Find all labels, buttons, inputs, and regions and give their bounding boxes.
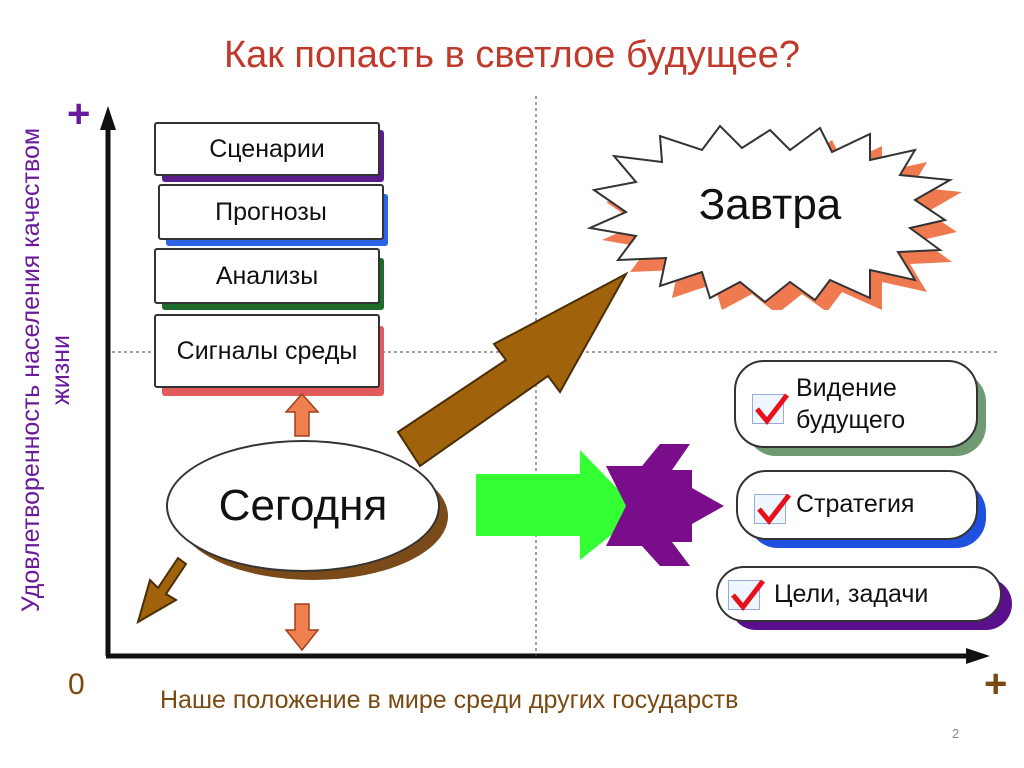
result-goals: Цели, задачи [716, 566, 1002, 622]
x-axis-label: Наше положение в мире среди других госуд… [160, 686, 739, 714]
result-strategy-label: Стратегия [796, 490, 915, 518]
result-strategy: Стратегия [736, 470, 978, 540]
card-scenarios: Сценарии [154, 122, 380, 176]
y-axis-plus: + [67, 92, 91, 136]
checkbox-icon [752, 393, 789, 425]
arrow-up-icon [284, 392, 320, 437]
result-vision: Видение будущего [734, 360, 978, 448]
arrow-to-tomorrow-icon [396, 271, 629, 468]
tomorrow-starburst [586, 124, 962, 310]
origin-label: 0 [68, 668, 85, 701]
card-analysis: Анализы [154, 248, 380, 304]
checkbox-icon [728, 579, 765, 611]
card-signals: Сигналы среды [154, 314, 380, 388]
arrow-green-icon [476, 450, 640, 560]
checkbox-icon [754, 493, 791, 525]
result-goals-label: Цели, задачи [774, 580, 929, 608]
tomorrow-label: Завтра [698, 180, 842, 229]
result-vision-label: Видение будущего [796, 374, 906, 434]
card-forecasts: Прогнозы [158, 184, 384, 240]
arrow-down-icon [284, 603, 320, 652]
arrow-down-left-icon [136, 556, 188, 625]
arrow-fork-icon [606, 444, 724, 566]
page-number: 2 [952, 726, 960, 741]
page-title: Как попасть в светлое будущее? [223, 34, 801, 76]
x-axis-plus: + [984, 662, 1008, 706]
today-ellipse: Сегодня [166, 440, 440, 572]
